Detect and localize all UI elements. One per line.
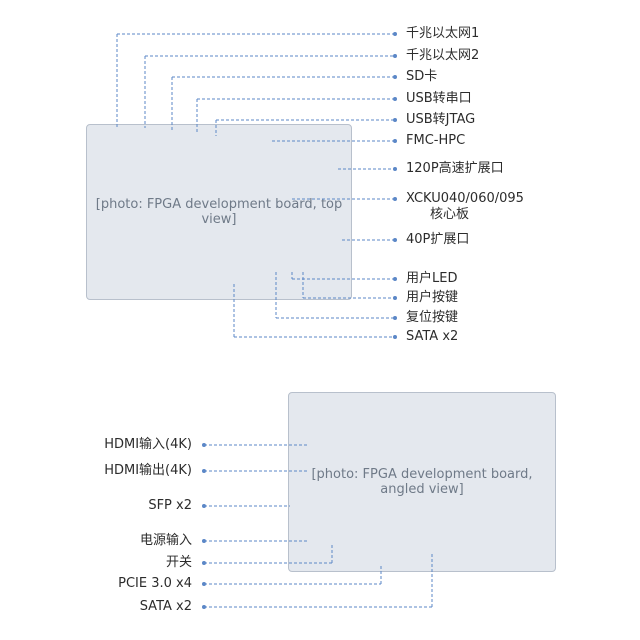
bottom-board-photo-caption: [photo: FPGA development board, angled v… [311, 467, 533, 497]
label-usb-jtag: USB转JTAG [406, 112, 476, 127]
callout-line-ethernet-2 [144, 54, 397, 128]
label-fmc-hpc: FMC-HPC [406, 133, 466, 148]
label-120p-connector: 120P高速扩展口 [406, 161, 504, 176]
label-sd-card: SD卡 [406, 69, 438, 84]
label-reset-key: 复位按键 [406, 310, 459, 325]
label-sata-bottom: SATA x2 [139, 599, 192, 614]
label-user-key: 用户按键 [406, 290, 459, 305]
callout-line-ethernet-1 [116, 32, 397, 128]
label-pcie: PCIE 3.0 x4 [118, 576, 192, 591]
label-hdmi-out: HDMI输出(4K) [104, 463, 192, 478]
label-ethernet-1: 千兆以太网1 [406, 26, 480, 41]
label-usb-uart: USB转串口 [406, 91, 472, 106]
label-sfp: SFP x2 [148, 498, 192, 513]
top-board-photo-caption: [photo: FPGA development board, top view… [95, 197, 343, 227]
label-hdmi-in: HDMI输入(4K) [104, 437, 192, 452]
bottom-board-photo-placeholder: [photo: FPGA development board, angled v… [288, 392, 556, 572]
label-ethernet-2: 千兆以太网2 [406, 48, 480, 63]
label-switch: 开关 [165, 555, 192, 570]
label-core-fpga-model: XCKU040/060/095 [406, 191, 524, 206]
label-sata-top: SATA x2 [406, 329, 459, 344]
callout-line-sfp [202, 504, 290, 508]
label-power-input: 电源输入 [139, 533, 192, 548]
label-user-led: 用户LED [406, 271, 458, 286]
label-core-board: 核心板 [430, 207, 470, 222]
label-40p-connector: 40P扩展口 [406, 232, 470, 247]
top-board-photo-placeholder: [photo: FPGA development board, top view… [86, 124, 352, 300]
